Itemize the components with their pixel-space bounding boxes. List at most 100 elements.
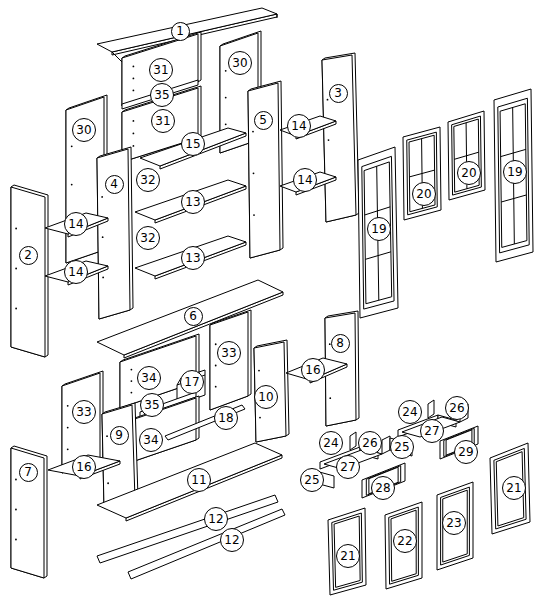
- dowel-hole: [133, 145, 135, 147]
- callout-number: 6: [184, 307, 203, 326]
- callout-number: 26: [358, 431, 382, 455]
- callout-number: 24: [398, 400, 422, 424]
- door-21a: [328, 508, 366, 595]
- dowel-hole: [106, 435, 108, 437]
- glass-door-19a-frame: [362, 156, 394, 309]
- dowel-hole: [133, 66, 135, 68]
- dowel-hole: [133, 78, 135, 80]
- door-21a-frame: [332, 513, 363, 590]
- back-panel-33a-edge: [210, 310, 251, 410]
- callout-number: 32: [136, 168, 160, 192]
- door-21a-panel: [334, 516, 360, 587]
- callout-number: 27: [336, 455, 360, 479]
- callout-number: 35: [150, 83, 174, 107]
- divider-10-edge: [254, 340, 289, 442]
- divider-right-edge: [248, 81, 283, 258]
- callout-number: 17: [180, 370, 204, 394]
- side-panel-7: [11, 448, 44, 578]
- shelf-15: [140, 128, 246, 166]
- divider-right: [248, 83, 280, 258]
- callout-number: 19: [367, 217, 391, 241]
- dowel-hole: [15, 228, 17, 230]
- glass-door-20b: [448, 111, 485, 200]
- callout-number: 25: [390, 435, 414, 459]
- door-22: [385, 502, 422, 589]
- callout-number: 8: [331, 334, 350, 353]
- callout-number: 24: [319, 431, 343, 455]
- dowel-hole: [252, 131, 254, 133]
- callout-number: 33: [72, 400, 96, 424]
- dowel-hole: [101, 196, 103, 198]
- callout-number: 4: [105, 175, 124, 194]
- callout-number: 13: [181, 190, 205, 214]
- callout-number: 2: [19, 246, 38, 265]
- callout-number: 29: [454, 440, 478, 464]
- glass-door-20a: [403, 127, 441, 220]
- callout-number: 12: [204, 507, 228, 531]
- glass-door-19b-frame: [498, 98, 529, 253]
- dowel-hole: [15, 509, 17, 511]
- callout-number: 26: [445, 396, 469, 420]
- dowel-hole: [71, 184, 73, 186]
- dowel-hole: [15, 539, 17, 541]
- callout-number: 25: [300, 468, 324, 492]
- dowel-hole: [131, 392, 133, 394]
- dowel-hole: [67, 405, 69, 407]
- callout-number: 28: [371, 476, 395, 500]
- dowel-hole: [67, 427, 69, 429]
- dowel-hole: [253, 214, 255, 216]
- dowel-hole: [15, 479, 17, 481]
- callout-number: 32: [136, 226, 160, 250]
- dowel-hole: [102, 236, 104, 238]
- dowel-hole: [215, 365, 217, 367]
- divider-left-edge: [97, 147, 133, 319]
- dowel-hole: [259, 417, 261, 419]
- door-23-frame: [441, 487, 470, 565]
- dowel-hole: [102, 277, 104, 279]
- callout-number: 16: [72, 455, 96, 479]
- side-panel-left: [11, 187, 45, 357]
- dowel-hole: [329, 397, 331, 399]
- glass-door-20b-frame: [452, 116, 482, 195]
- dowel-hole: [133, 133, 135, 135]
- callout-number: 22: [393, 529, 417, 553]
- door-22-panel: [391, 510, 416, 581]
- divider-10: [254, 342, 286, 442]
- dowel-hole: [215, 343, 217, 345]
- door-23: [437, 482, 473, 570]
- glass-door-19a: [358, 147, 398, 318]
- callout-number: 16: [301, 358, 325, 382]
- dowel-hole: [328, 139, 330, 141]
- dowel-hole: [133, 120, 135, 122]
- rod-18: [165, 405, 245, 440]
- glass-door-19b-panel: [500, 104, 527, 248]
- callout-number: 10: [254, 385, 278, 409]
- callout-number: 19: [503, 160, 527, 184]
- glass-door-19b: [494, 89, 533, 262]
- side-panel-left-edge: [11, 185, 48, 357]
- callout-number: 7: [19, 463, 38, 482]
- callout-number: 11: [187, 468, 211, 492]
- callout-number: 30: [72, 118, 96, 142]
- drawer-side-26: [382, 436, 390, 454]
- drawer-side-24: [428, 400, 434, 418]
- callout-number: 14: [293, 168, 317, 192]
- callout-number: 35: [140, 393, 164, 417]
- callout-number: 9: [110, 426, 129, 445]
- callout-number: 34: [137, 366, 161, 390]
- dowel-hole: [131, 380, 133, 382]
- door-23-panel: [443, 490, 467, 562]
- callout-number: 20: [457, 161, 481, 185]
- callout-number: 30: [228, 51, 252, 75]
- door-21b-frame: [494, 448, 526, 529]
- callout-number: 5: [254, 111, 273, 130]
- callout-number: 15: [181, 132, 205, 156]
- bracket-edge: [205, 370, 206, 375]
- dowel-hole: [258, 370, 260, 372]
- drawer-side-24: [350, 432, 356, 450]
- callout-number: 14: [64, 212, 88, 236]
- dowel-hole: [67, 448, 69, 450]
- dowel-hole: [133, 90, 135, 92]
